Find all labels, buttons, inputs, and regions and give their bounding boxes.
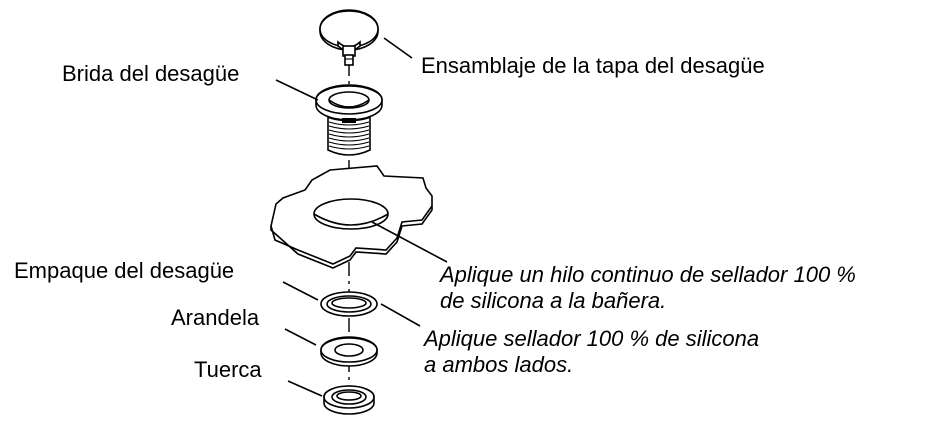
nut <box>323 385 375 415</box>
thread-lines <box>328 117 370 150</box>
note-gasket-sealant-line2: a ambos lados. <box>424 352 574 377</box>
label-drain-flange: Brida del desagüe <box>62 61 240 86</box>
bathtub-section <box>270 165 433 269</box>
drain-cap-assembly <box>319 9 379 66</box>
note-gasket-sealant-line1: Aplique sellador 100 % de silicona <box>424 326 760 351</box>
label-cap-assembly: Ensamblaje de la tapa del desagüe <box>421 53 765 78</box>
note-tub-sealant-line2: de silicona a la bañera. <box>440 288 667 313</box>
label-washer: Arandela <box>171 305 260 330</box>
drain-flange <box>315 84 383 156</box>
label-drain-gasket: Empaque del desagüe <box>14 258 235 283</box>
washer <box>320 336 378 367</box>
note-tub-sealant-line1: Aplique un hilo continuo de sellador 100… <box>440 262 856 287</box>
label-nut: Tuerca <box>194 357 262 382</box>
leader-lines <box>275 37 448 397</box>
drain-gasket <box>320 291 378 317</box>
